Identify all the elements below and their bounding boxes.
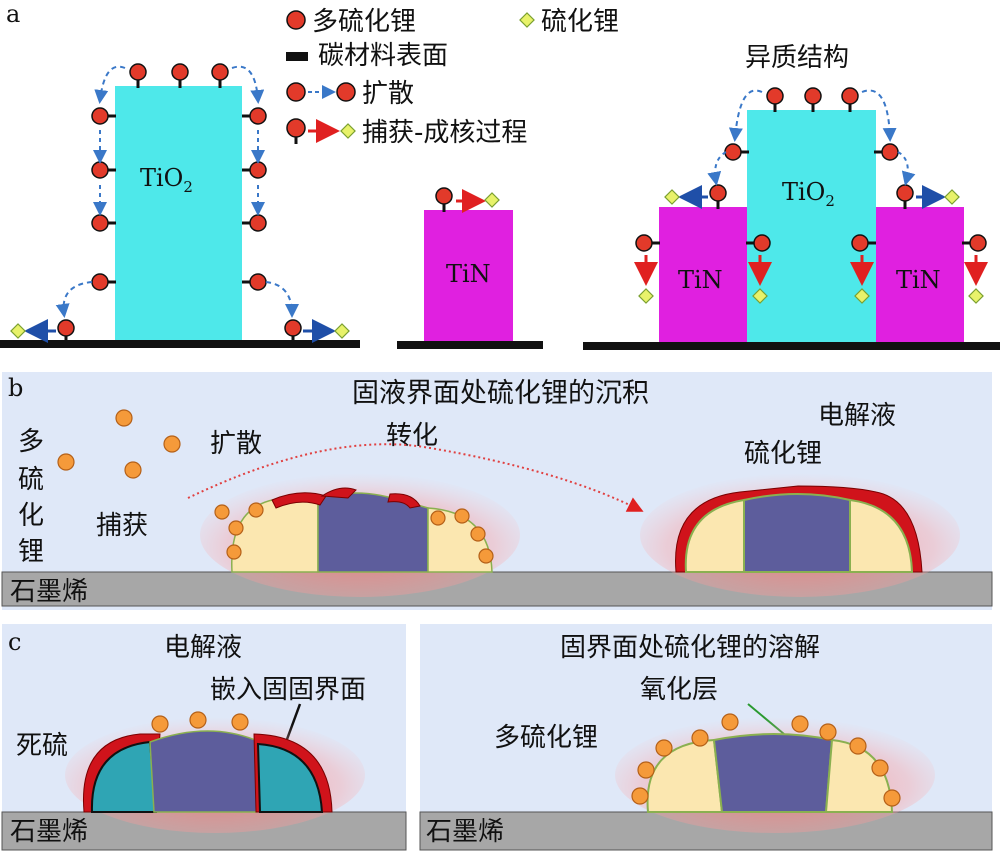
panel-b: b 固液界面处硫化锂的沉积 电解液 多 硫 化 锂 扩散 转化 捕获 硫化锂 石… — [1, 372, 993, 610]
diffusion-label-b: 扩散 — [210, 429, 262, 459]
capture-label: 捕获 — [96, 511, 148, 541]
polysulfide-vertical-2: 硫 — [18, 465, 44, 495]
tin-label-middle: TiN — [446, 260, 491, 288]
polysulfide-vertical-4: 锂 — [18, 537, 44, 567]
tio2-label-hetero: TiO2 — [782, 178, 835, 210]
legend-sulfide: 硫化锂 — [541, 7, 619, 37]
tin-label-hetero-left: TiN — [678, 266, 723, 294]
panel-a: a TiO2 多硫化锂 硫化锂 碳材料表面 — [0, 0, 1000, 350]
panel-b-title: 固液界面处硫化锂的沉积 — [352, 378, 649, 409]
carbon-surface-middle — [397, 341, 543, 349]
legend: 多硫化锂 硫化锂 碳材料表面 扩散 捕获-成核过程 — [286, 7, 619, 148]
legend-capture-nucleation: 捕获-成核过程 — [362, 118, 527, 148]
panel-letter-c: c — [8, 628, 21, 656]
polysulfide-vertical-1: 多 — [18, 427, 44, 457]
tio2-block-hetero — [747, 110, 876, 342]
graphite-label-b: 石墨烯 — [10, 577, 88, 607]
core-grain-c-left — [149, 730, 261, 813]
conversion-label: 转化 — [386, 421, 438, 451]
tin-block-hetero-right — [876, 207, 964, 342]
carbon-surface-right — [583, 342, 1000, 350]
cream-grain-right-b — [427, 507, 493, 573]
tin-label-hetero-right: TiN — [896, 266, 941, 294]
hetero-title: 异质结构 — [745, 43, 849, 73]
legend-diffusion: 扩散 — [362, 79, 414, 109]
oxide-layer-label: 氧化层 — [640, 675, 718, 705]
graphite-label-c-left: 石墨烯 — [10, 817, 88, 847]
dead-sulfur-grain-right — [256, 742, 324, 813]
carbon-surface-left — [0, 340, 360, 348]
panel-c-right: 固界面处硫化锂的溶解 氧化层 多硫化锂 石墨烯 — [419, 624, 993, 851]
tin-block-middle — [424, 210, 513, 341]
tio2-block-left — [115, 86, 242, 340]
legend-carbon-surface: 碳材料表面 — [318, 41, 448, 71]
sulfide-label-b: 硫化锂 — [744, 439, 822, 469]
graphite-label-c-right: 石墨烯 — [426, 817, 504, 847]
cream-grain-right-b2 — [849, 498, 914, 573]
polysulfide-label-c: 多硫化锂 — [494, 723, 598, 753]
panel-letter-b: b — [8, 374, 23, 402]
core-grain-b2 — [743, 493, 851, 573]
panel-c-left: c 电解液 嵌入固固界面 死硫 石墨烯 — [1, 624, 407, 851]
polysulfide-vertical-3: 化 — [18, 501, 44, 531]
panel-letter-a: a — [6, 0, 20, 28]
dissolution-title: 固界面处硫化锂的溶解 — [560, 633, 820, 663]
dead-sulfur-label: 死硫 — [16, 731, 68, 761]
electrolyte-label-c: 电解液 — [164, 633, 242, 663]
electrolyte-label-b: 电解液 — [818, 401, 896, 431]
core-grain-c-right — [712, 733, 834, 813]
embed-interface-label: 嵌入固固界面 — [210, 675, 366, 705]
legend-polysulfide: 多硫化锂 — [312, 7, 416, 37]
tin-block-hetero-left — [659, 207, 747, 342]
tio2-label-left: TiO2 — [140, 164, 193, 196]
